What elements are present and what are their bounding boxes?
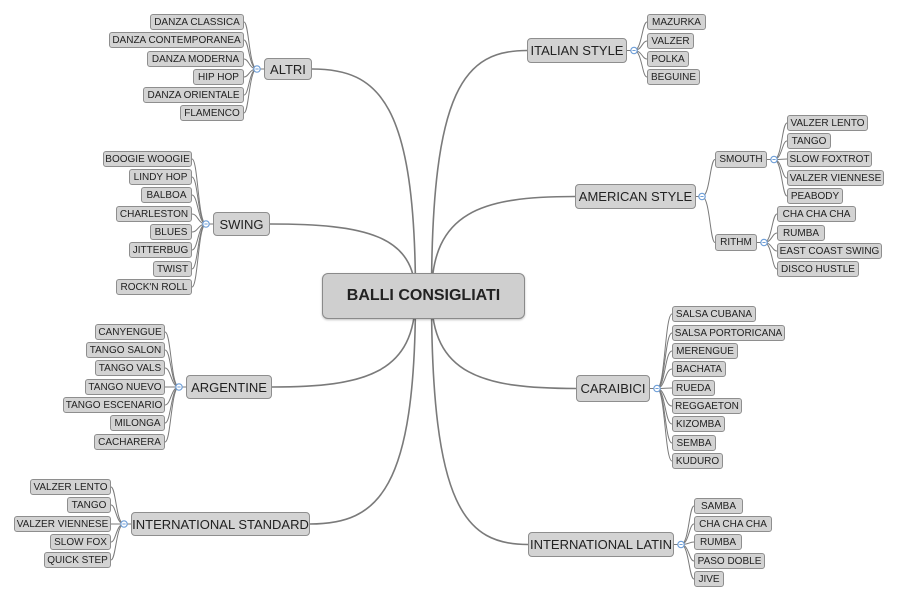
leaf-latin-3[interactable]: RUMBA <box>694 534 742 550</box>
leaf-caraibici-8[interactable]: SEMBA <box>672 435 716 451</box>
leaf-argentine-4[interactable]: TANGO NUEVO <box>85 379 165 395</box>
leaf-smouth-4[interactable]: VALZER VIENNESE <box>787 170 884 186</box>
link-leaf-italian-4 <box>633 50 648 78</box>
leaf-swing-3[interactable]: BALBOA <box>141 187 192 203</box>
branch-caraibici[interactable]: CARAIBICI <box>576 375 650 402</box>
leaf-latin-5[interactable]: JIVE <box>694 571 724 587</box>
branch-italian-style[interactable]: ITALIAN STYLE <box>527 38 627 63</box>
leaf-standard-3[interactable]: VALZER VIENNESE <box>14 516 111 532</box>
branch-american-style[interactable]: AMERICAN STYLE <box>575 184 696 209</box>
link-leaf-caraibici-1 <box>656 313 673 389</box>
leaf-caraibici-1[interactable]: SALSA CUBANA <box>672 306 756 322</box>
link-leaf-rithm-4 <box>763 242 778 270</box>
link-root-branch-italian-style <box>430 49 528 297</box>
leaf-caraibici-6[interactable]: REGGAETON <box>672 398 742 414</box>
link-root-branch-caraibici <box>430 295 577 390</box>
leaf-caraibici-4[interactable]: BACHATA <box>672 361 726 377</box>
leaf-swing-4[interactable]: CHARLESTON <box>116 206 192 222</box>
root-topic[interactable]: BALLI CONSIGLIATI <box>322 273 525 319</box>
leaf-caraibici-9[interactable]: KUDURO <box>672 453 723 469</box>
branch-international-latin[interactable]: INTERNATIONAL LATIN <box>528 532 674 557</box>
leaf-smouth-3[interactable]: SLOW FOXTROT <box>787 151 872 167</box>
leaf-altri-4[interactable]: HIP HOP <box>193 69 244 85</box>
leaf-italian-3[interactable]: POLKA <box>647 51 689 67</box>
link-root-branch-argentine <box>271 295 417 388</box>
leaf-italian-1[interactable]: MAZURKA <box>647 14 706 30</box>
link-leaf-italian-1 <box>633 21 648 51</box>
leaf-argentine-6[interactable]: MILONGA <box>110 415 165 431</box>
leaf-smouth-1[interactable]: VALZER LENTO <box>787 115 868 131</box>
leaf-rithm-4[interactable]: DISCO HUSTLE <box>777 261 859 277</box>
leaf-caraibici-2[interactable]: SALSA PORTORICANA <box>672 325 785 341</box>
leaf-latin-4[interactable]: PASO DOBLE <box>694 553 765 569</box>
leaf-caraibici-3[interactable]: MERENGUE <box>672 343 738 359</box>
leaf-italian-2[interactable]: VALZER <box>647 33 694 49</box>
link-group-2 <box>701 196 716 243</box>
leaf-argentine-3[interactable]: TANGO VALS <box>95 360 165 376</box>
leaf-standard-5[interactable]: QUICK STEP <box>44 552 111 568</box>
leaf-italian-4[interactable]: BEGUINE <box>647 69 700 85</box>
leaf-argentine-1[interactable]: CANYENGUE <box>95 324 165 340</box>
leaf-rithm-3[interactable]: EAST COAST SWING <box>777 243 882 259</box>
leaf-argentine-7[interactable]: CACHARERA <box>94 434 165 450</box>
leaf-altri-6[interactable]: FLAMENCO <box>180 105 244 121</box>
leaf-caraibici-5[interactable]: RUEDA <box>672 380 715 396</box>
branch-international-standard[interactable]: INTERNATIONAL STANDARD <box>131 512 310 536</box>
link-group-1 <box>701 159 716 197</box>
leaf-swing-1[interactable]: BOOGIE WOOGIE <box>103 151 192 167</box>
leaf-altri-5[interactable]: DANZA ORIENTALE <box>143 87 244 103</box>
leaf-swing-6[interactable]: JITTERBUG <box>129 242 192 258</box>
link-root-branch-international-latin <box>430 295 529 546</box>
leaf-rithm-1[interactable]: CHA CHA CHA <box>777 206 856 222</box>
leaf-latin-2[interactable]: CHA CHA CHA <box>694 516 772 532</box>
leaf-argentine-5[interactable]: TANGO ESCENARIO <box>63 397 165 413</box>
leaf-altri-2[interactable]: DANZA CONTEMPORANEA <box>109 32 244 48</box>
link-leaf-argentine-6 <box>164 386 180 424</box>
leaf-latin-1[interactable]: SAMBA <box>694 498 743 514</box>
leaf-caraibici-7[interactable]: KIZOMBA <box>672 416 725 432</box>
group-rithm[interactable]: RITHM <box>715 234 757 251</box>
leaf-argentine-2[interactable]: TANGO SALON <box>86 342 165 358</box>
link-root-branch-altri <box>311 68 417 297</box>
leaf-altri-3[interactable]: DANZA MODERNA <box>147 51 244 67</box>
leaf-altri-1[interactable]: DANZA CLASSICA <box>150 14 244 30</box>
leaf-standard-4[interactable]: SLOW FOX <box>50 534 111 550</box>
leaf-rithm-2[interactable]: RUMBA <box>777 225 825 241</box>
link-leaf-caraibici-9 <box>656 388 673 462</box>
leaf-standard-2[interactable]: TANGO <box>67 497 111 513</box>
branch-argentine[interactable]: ARGENTINE <box>186 375 272 399</box>
branch-altri[interactable]: ALTRI <box>264 58 312 80</box>
group-smouth[interactable]: SMOUTH <box>715 151 767 168</box>
link-root-branch-international-standard <box>309 295 417 525</box>
link-leaf-rithm-1 <box>763 213 778 243</box>
link-leaf-altri-6 <box>243 68 258 114</box>
leaf-standard-1[interactable]: VALZER LENTO <box>30 479 111 495</box>
link-leaf-altri-1 <box>243 21 258 70</box>
leaf-swing-2[interactable]: LINDY HOP <box>129 169 192 185</box>
leaf-swing-7[interactable]: TWIST <box>153 261 192 277</box>
link-root-branch-american-style <box>430 195 576 297</box>
leaf-smouth-5[interactable]: PEABODY <box>787 188 843 204</box>
leaf-swing-8[interactable]: ROCK'N ROLL <box>116 279 192 295</box>
leaf-smouth-2[interactable]: TANGO <box>787 133 831 149</box>
leaf-swing-5[interactable]: BLUES <box>150 224 192 240</box>
branch-swing[interactable]: SWING <box>213 212 270 236</box>
